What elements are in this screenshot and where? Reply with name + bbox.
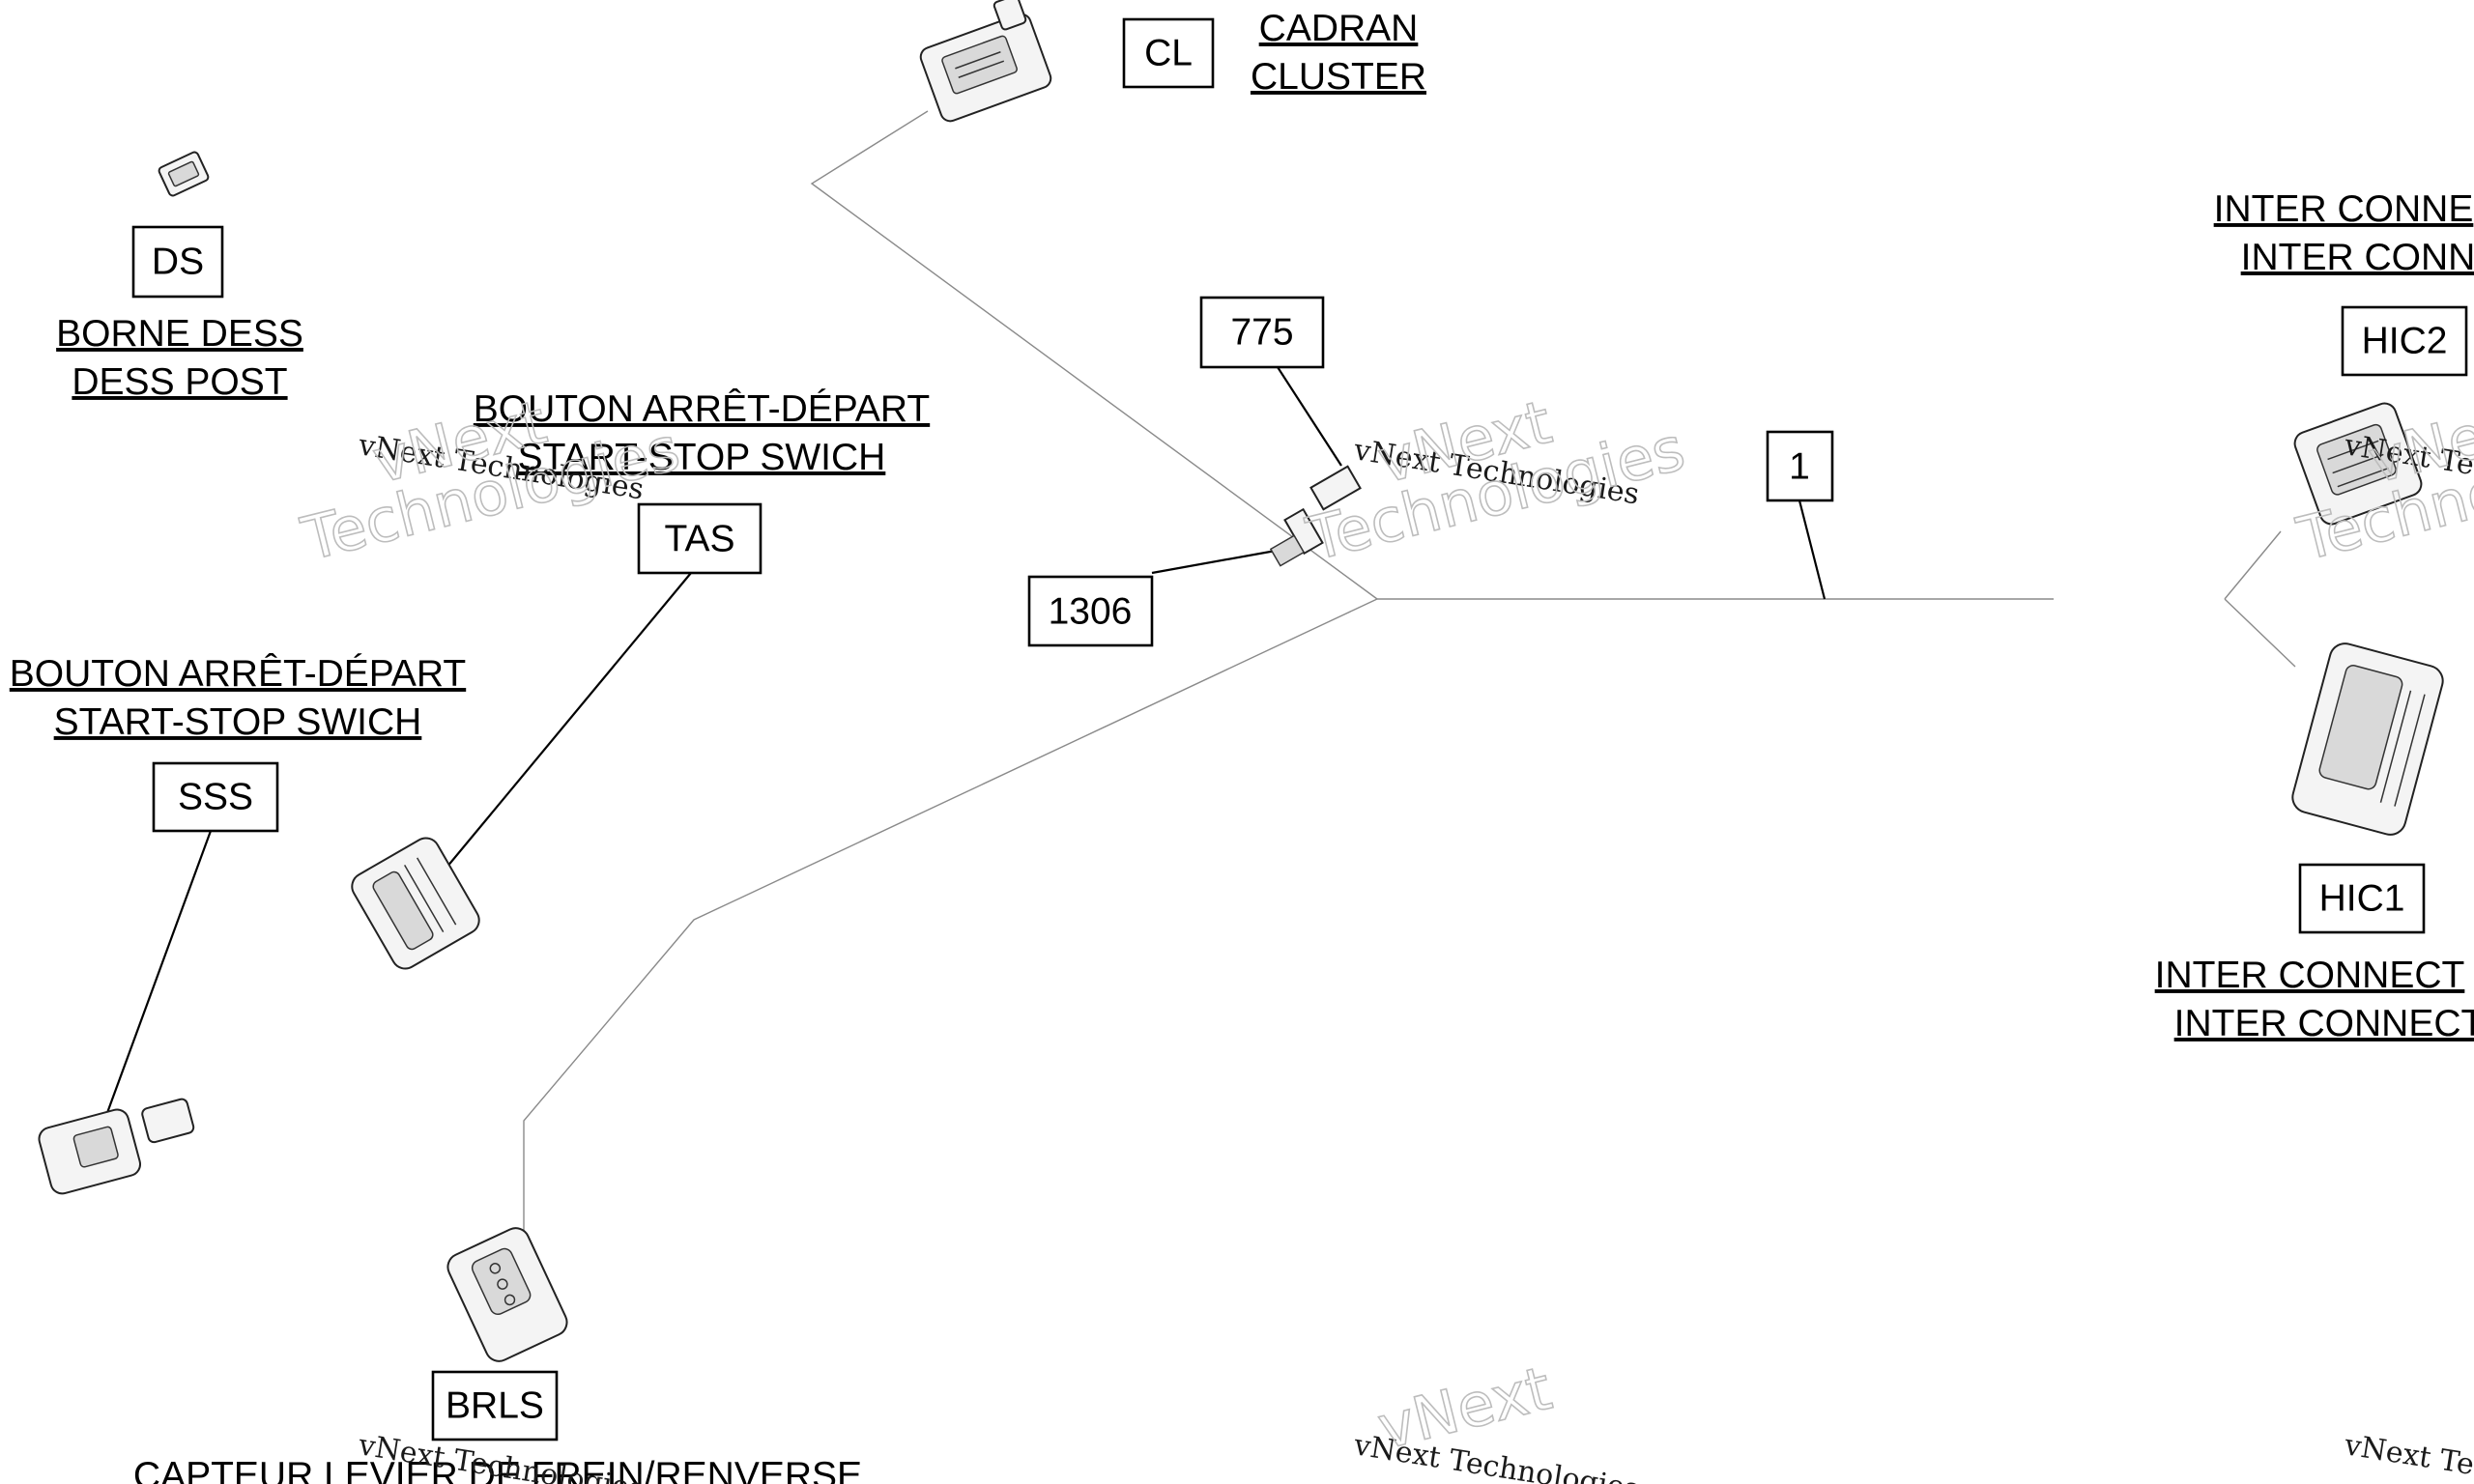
caption-brls-line1: CAPTEUR LEVIER DE FREIN/RENVERSE (133, 1455, 862, 1484)
caption-hic1: INTER CONNECT INTER CONNECT (2155, 955, 2474, 1044)
label-tas: TAS (637, 502, 762, 575)
wire-to-hic1 (2224, 598, 2296, 668)
wire-to-cluster (810, 110, 1378, 600)
label-hic1-code: HIC1 (2319, 878, 2405, 920)
splice-component (1269, 465, 1362, 567)
caption-cl-line2: CLUSTER (1251, 56, 1426, 98)
label-1: 1 (1766, 430, 1834, 502)
caption-tas: BOUTON ARRÊT-DÉPART START-STOP SWICH (474, 388, 930, 478)
sss-connector-icon (38, 1098, 195, 1195)
caption-tas-line1: BOUTON ARRÊT-DÉPART (474, 388, 930, 430)
label-ds: DS (131, 225, 224, 299)
caption-cl-line1: CADRAN (1259, 8, 1419, 49)
dess-post-connector-icon (158, 151, 210, 197)
leader-sss (102, 830, 213, 1122)
tas-connector-icon (351, 837, 480, 970)
label-sss: SSS (152, 761, 279, 833)
label-cl: CL (1122, 17, 1215, 89)
label-1306: 1306 (1027, 575, 1154, 647)
watermark-2-big: vNext Technologies (1299, 385, 1692, 575)
leader-1 (1798, 499, 1827, 600)
caption-hic1-line1: INTER CONNECT (2155, 955, 2465, 996)
label-cl-code: CL (1144, 33, 1193, 74)
cluster-connector-icon (919, 0, 1052, 123)
wire-to-brake-sensor (523, 598, 1378, 1246)
label-775-code: 775 (1230, 312, 1293, 354)
leader-1306 (1151, 549, 1277, 575)
caption-ds-line1: BORNE DESS (56, 313, 303, 355)
caption-sss-line1: BOUTON ARRÊT-DÉPART (10, 653, 466, 695)
harness-wires (523, 110, 2296, 1246)
label-1-code: 1 (1789, 446, 1810, 488)
label-ds-code: DS (152, 242, 204, 283)
caption-hic1-line2: INTER CONNECT (2174, 1003, 2474, 1044)
leader-tas (446, 572, 692, 869)
label-sss-code: SSS (178, 777, 253, 818)
label-hic2-code: HIC2 (2362, 321, 2448, 362)
label-hic1: HIC1 (2298, 863, 2426, 934)
label-1306-code: 1306 (1049, 591, 1133, 633)
caption-hic2-line1: INTER CONNE (2214, 188, 2474, 230)
watermarks: vNext Technologies vNext Technologies vN… (294, 385, 2474, 1484)
caption-sss: BOUTON ARRÊT-DÉPART START-STOP SWICH (10, 653, 466, 743)
leader-775 (1277, 366, 1342, 467)
caption-sss-line2: START-STOP SWICH (54, 701, 422, 743)
caption-hic2: INTER CONNE INTER CONN (2214, 188, 2474, 278)
label-brls-code: BRLS (446, 1385, 544, 1427)
brls-connector-icon (446, 1227, 568, 1362)
caption-brls: CAPTEUR LEVIER DE FREIN/RENVERSE (133, 1455, 862, 1484)
hic2-connector-icon (2293, 402, 2423, 526)
wire-to-hic2 (2224, 530, 2282, 600)
label-brls: BRLS (431, 1370, 559, 1441)
caption-tas-line2: START-STOP SWICH (518, 437, 886, 478)
svg-text:vNext Technologies: vNext Technologies (2342, 1428, 2474, 1484)
caption-hic2-line2: INTER CONN (2241, 237, 2474, 278)
watermark-6: vNext Technologies (2342, 1428, 2474, 1484)
label-775: 775 (1199, 296, 1325, 369)
caption-ds: BORNE DESS DESS POST (56, 313, 303, 403)
caption-ds-line2: DESS POST (72, 361, 287, 403)
hic1-connector-icon (2291, 642, 2444, 836)
label-tas-code: TAS (665, 519, 735, 560)
label-hic2: HIC2 (2341, 305, 2468, 377)
leader-lines (102, 366, 1827, 1122)
caption-cl: CADRAN CLUSTER (1251, 8, 1426, 98)
